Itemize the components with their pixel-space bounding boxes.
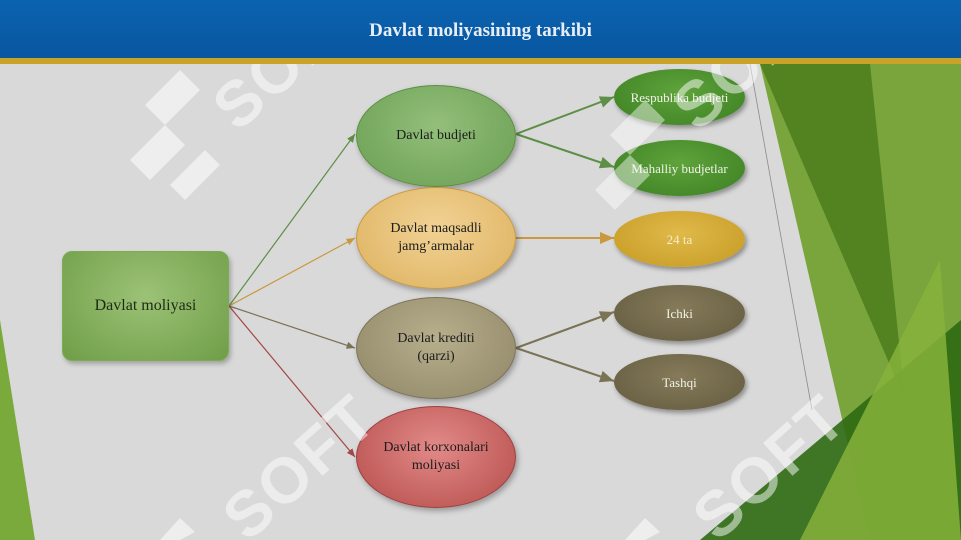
thin-line — [749, 63, 813, 411]
slide-title: Davlat moliyasining tarkibi — [369, 20, 592, 41]
node-trust-funds: Davlat maqsadli jamg’armalar — [356, 187, 516, 289]
node-credit: Davlat krediti (qarzi) — [356, 297, 516, 399]
node-republic-budget: Respublika budjeti — [614, 69, 745, 125]
title-underline — [0, 58, 961, 64]
link-budget-loc — [515, 133, 615, 169]
watermark-logo — [595, 100, 665, 210]
link-root-corp — [228, 305, 356, 458]
node-external: Tashqi — [614, 354, 745, 410]
watermark-logo — [625, 518, 660, 540]
link-root-credit — [228, 305, 356, 349]
link-credit-int — [515, 311, 615, 349]
title-bar — [0, 0, 961, 58]
link-budget-rep — [515, 96, 615, 135]
left-green-shard — [0, 320, 35, 540]
node-budget: Davlat budjeti — [356, 85, 516, 187]
node-local-budgets: Mahalliy budjetlar — [614, 140, 745, 196]
link-credit-ext — [515, 347, 615, 383]
node-enterprises: Davlat korxonalari moliyasi — [356, 406, 516, 508]
bottom-light-shard — [800, 260, 961, 540]
link-root-trust — [228, 237, 356, 307]
watermark-logo — [130, 70, 220, 200]
node-root: Davlat moliyasi — [62, 251, 229, 361]
link-root-budget — [228, 133, 356, 307]
right-dark-shard — [760, 64, 905, 400]
node-24-funds: 24 ta — [614, 211, 745, 267]
watermark-logo — [160, 518, 195, 540]
node-internal: Ichki — [614, 285, 745, 341]
